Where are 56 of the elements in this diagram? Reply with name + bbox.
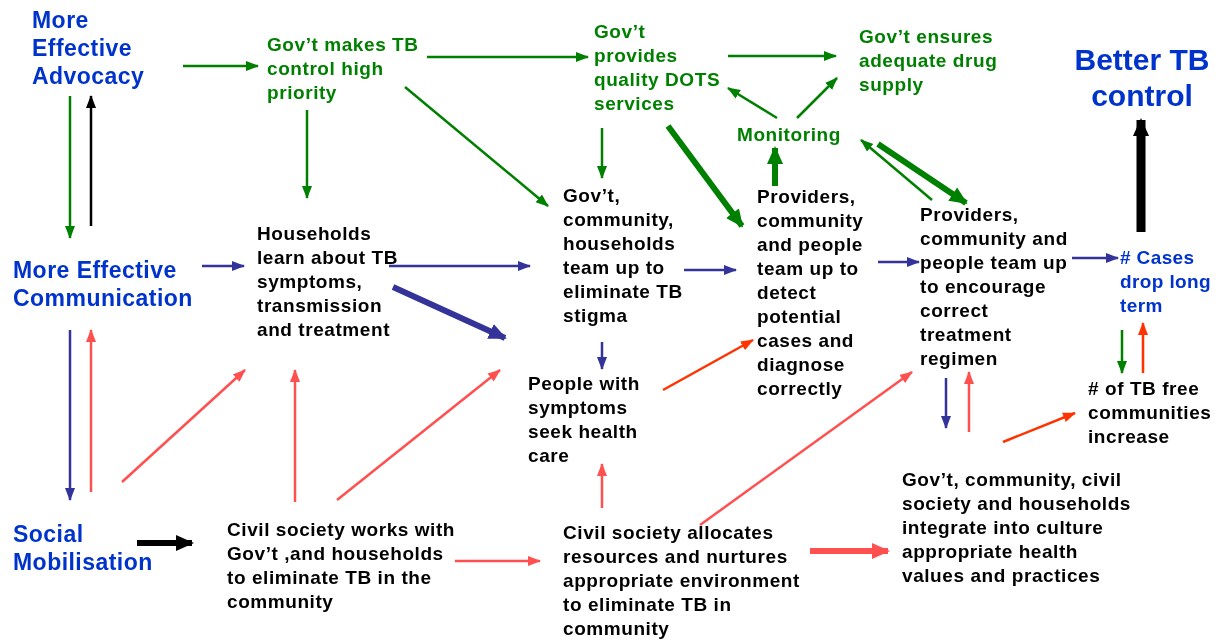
arrow bbox=[137, 535, 194, 551]
node-label: # Cases drop long term bbox=[1120, 246, 1212, 318]
arrow bbox=[389, 261, 531, 271]
node-label: More Effective Advocacy bbox=[32, 6, 146, 90]
arrow bbox=[455, 556, 541, 566]
arrow bbox=[684, 265, 737, 275]
arrow bbox=[597, 128, 607, 179]
arrow bbox=[86, 329, 96, 492]
arrow bbox=[964, 371, 974, 432]
node-label: Providers, community and people team up to detect potential cases and diagnose correctly bbox=[757, 185, 865, 401]
node-label: People with symptoms seek health care bbox=[528, 372, 641, 468]
arrow bbox=[728, 51, 837, 61]
arrow bbox=[767, 146, 783, 186]
arrow bbox=[65, 96, 75, 239]
node-label: # of TB free communities increase bbox=[1088, 377, 1213, 449]
arrow bbox=[1138, 322, 1148, 373]
node-label: Civil society works with Gov’t ,and households to eliminate TB in the community bbox=[227, 518, 457, 614]
node-label: Monitoring bbox=[737, 123, 842, 147]
node-label: Households learn about TB symptoms, transmission and treatment bbox=[257, 222, 399, 342]
arrow bbox=[302, 110, 312, 199]
arrow bbox=[1133, 118, 1149, 232]
arrow bbox=[597, 342, 607, 370]
arrow bbox=[876, 141, 968, 206]
arrow bbox=[665, 124, 745, 228]
arrow bbox=[699, 371, 913, 526]
arrow bbox=[391, 284, 507, 341]
node-label: Providers, community and people team up to encourage correct treatment regimen bbox=[920, 203, 1069, 371]
arrow bbox=[65, 330, 75, 501]
arrow bbox=[1072, 253, 1119, 263]
arrow bbox=[404, 86, 549, 207]
node-label: Better TB control bbox=[1073, 42, 1211, 114]
arrow bbox=[941, 378, 951, 429]
arrow bbox=[86, 95, 96, 226]
arrow bbox=[860, 139, 933, 201]
arrow bbox=[427, 52, 589, 62]
node-label: More Effective Communication bbox=[13, 256, 194, 312]
node-label: Social Mobilisation bbox=[13, 520, 154, 576]
arrow bbox=[290, 369, 300, 502]
arrow bbox=[810, 543, 890, 559]
node-label: Gov’t ensures adequate drug supply bbox=[859, 25, 999, 97]
arrow bbox=[662, 338, 754, 392]
node-label: Gov’t, community, households team up to eliminate TB stigma bbox=[563, 184, 684, 328]
arrow bbox=[727, 86, 778, 120]
node-label: Civil society allocates resources and nurtures appropriate environment to eliminate TB in community bbox=[563, 521, 801, 641]
arrow bbox=[1117, 330, 1127, 374]
node-label: Gov’t provides quality DOTS services bbox=[594, 20, 722, 116]
arrow bbox=[796, 77, 838, 119]
arrow bbox=[202, 261, 245, 271]
node-label: Gov’t makes TB control high priority bbox=[267, 33, 420, 105]
arrow bbox=[121, 369, 246, 483]
arrow bbox=[597, 463, 607, 508]
arrow bbox=[336, 369, 501, 501]
arrow bbox=[183, 61, 259, 71]
node-label: Gov’t, community, civil society and households integrate into culture appropriate health values and practices bbox=[902, 468, 1132, 588]
arrow bbox=[878, 257, 920, 267]
arrow bbox=[1002, 411, 1076, 444]
